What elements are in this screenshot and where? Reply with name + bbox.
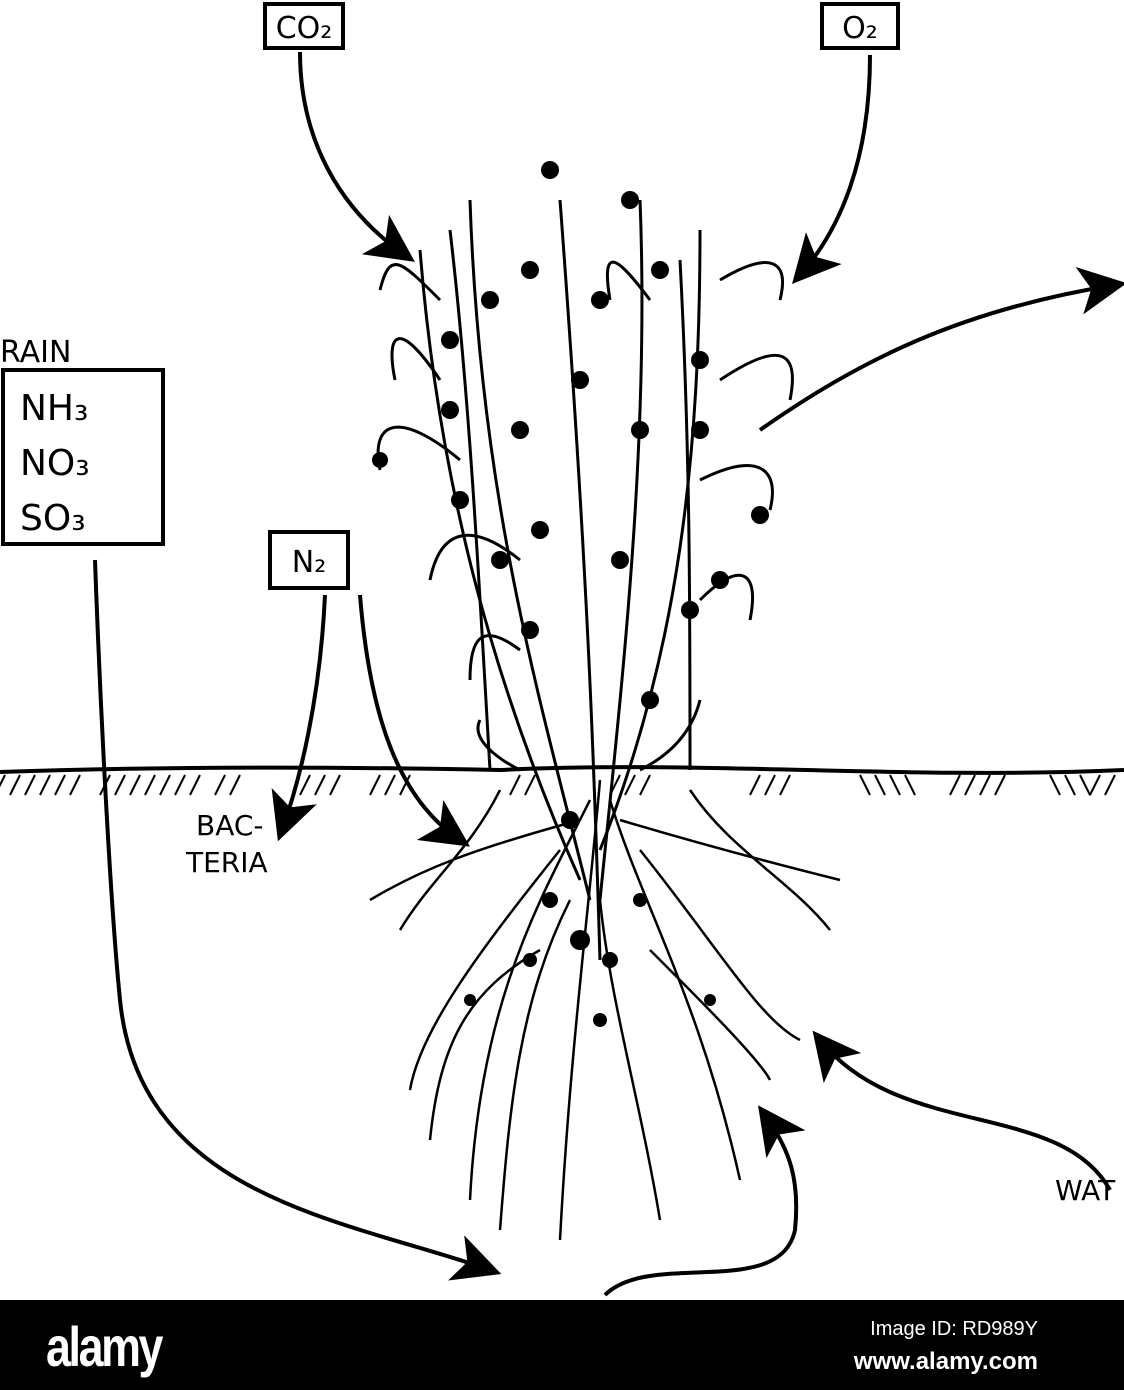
- n2-arrow-to-soil: [271, 594, 327, 842]
- watermark-footer: alamy Image ID: RD989Y www.alamy.com: [0, 1300, 1124, 1390]
- water-uptake-arrow: [603, 1105, 806, 1297]
- alamy-logo: alamy: [46, 1315, 163, 1378]
- water-arrow: [812, 1030, 1112, 1191]
- water-label: WAT: [1055, 1174, 1116, 1207]
- o2-label-box: O₂: [820, 2, 900, 50]
- plant-roots: [369, 779, 841, 1241]
- plant-illustration: [372, 161, 794, 961]
- n2-arrow-to-bacteria: [358, 594, 470, 847]
- rain-compounds-box: NH₃ NO₃ SO₃: [1, 368, 165, 546]
- watermark-url: www.alamy.com: [853, 1348, 1038, 1375]
- co2-label-box: CO₂: [263, 2, 345, 50]
- o2-label: O₂: [842, 11, 878, 46]
- transpiration-arrow: [758, 267, 1124, 432]
- rain-label: RAIN: [0, 335, 71, 370]
- nutrient-cycle-diagram: CO₂ O₂ RAIN NH₃ NO₃ SO₃ N₂ BAC- TERIA WA…: [0, 2, 1124, 1297]
- o2-arrow: [792, 54, 872, 284]
- co2-label: CO₂: [276, 11, 333, 46]
- so3-label: SO₃: [20, 498, 86, 539]
- n2-label: N₂: [292, 545, 326, 580]
- no3-label: NO₃: [20, 443, 90, 484]
- ground-surface: [0, 765, 1124, 796]
- n2-label-box: N₂: [268, 530, 350, 590]
- nh3-label: NH₃: [20, 388, 88, 429]
- bacteria-label-line2: TERIA: [185, 846, 268, 879]
- co2-arrow: [298, 51, 415, 262]
- image-id: Image ID: RD989Y: [870, 1318, 1038, 1340]
- rain-arrow: [93, 559, 502, 1281]
- bacteria-label-line1: BAC-: [196, 809, 264, 842]
